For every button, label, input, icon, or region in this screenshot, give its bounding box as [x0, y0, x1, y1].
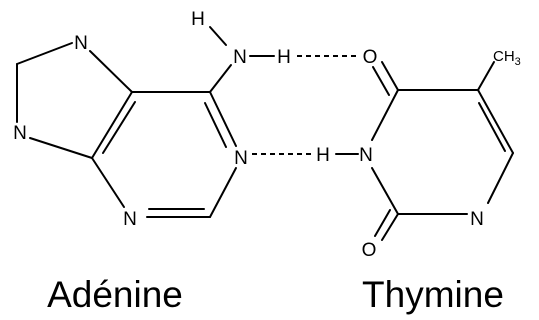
bond-c5-c6 — [477, 89, 514, 154]
thymine-methyl-label: CH3 — [493, 48, 521, 68]
adenine-n7-label: N — [74, 33, 88, 54]
bond-c4-o4 — [381, 61, 399, 91]
thymine-caption: Thymine — [362, 274, 504, 315]
thymine-structure: O N H N O CH3 — [316, 47, 521, 261]
bond-c2-o2-inner — [374, 209, 391, 237]
bond-n1-c2 — [209, 167, 237, 218]
bond-c5-c6-inner — [478, 102, 506, 152]
bond-c6-n6 — [209, 64, 232, 93]
bond-c6-n1 — [487, 152, 514, 204]
bond-c6-n1 — [209, 91, 237, 147]
bond-c5-methyl — [477, 61, 495, 91]
bond-n3-c4 — [371, 89, 399, 141]
thymine-o2-label: O — [362, 240, 377, 261]
adenine-n3-label: N — [123, 209, 137, 230]
bond-c8-n7 — [16, 42, 73, 65]
adenine-n6-label: N — [233, 47, 247, 68]
bond-c4-o4-inner — [372, 66, 390, 96]
adenine-structure: N N N N N H H — [13, 9, 291, 230]
thymine-n1-label: N — [470, 209, 484, 230]
bond-n6-h-top — [209, 26, 227, 46]
bond-c2-n3 — [371, 167, 399, 215]
thymine-o4-label: O — [363, 47, 378, 68]
adenine-caption: Adénine — [47, 274, 183, 315]
bond-n9-c4 — [29, 137, 93, 159]
adenine-h-bond-label: H — [277, 47, 291, 68]
bond-c2-o2 — [381, 213, 399, 241]
bond-c6-n1-inner — [204, 102, 227, 148]
thymine-h3-label: H — [316, 145, 330, 166]
adenine-n1-label: N — [234, 148, 248, 169]
thymine-n3-label: N — [359, 145, 373, 166]
bond-c4-c5-inner — [102, 101, 136, 154]
bond-n7-c5 — [89, 50, 133, 93]
bond-n3-c4 — [91, 157, 125, 208]
adenine-h-top-label: H — [191, 9, 205, 30]
bond-c4-c5 — [91, 91, 133, 159]
adenine-n9-label: N — [13, 123, 27, 144]
